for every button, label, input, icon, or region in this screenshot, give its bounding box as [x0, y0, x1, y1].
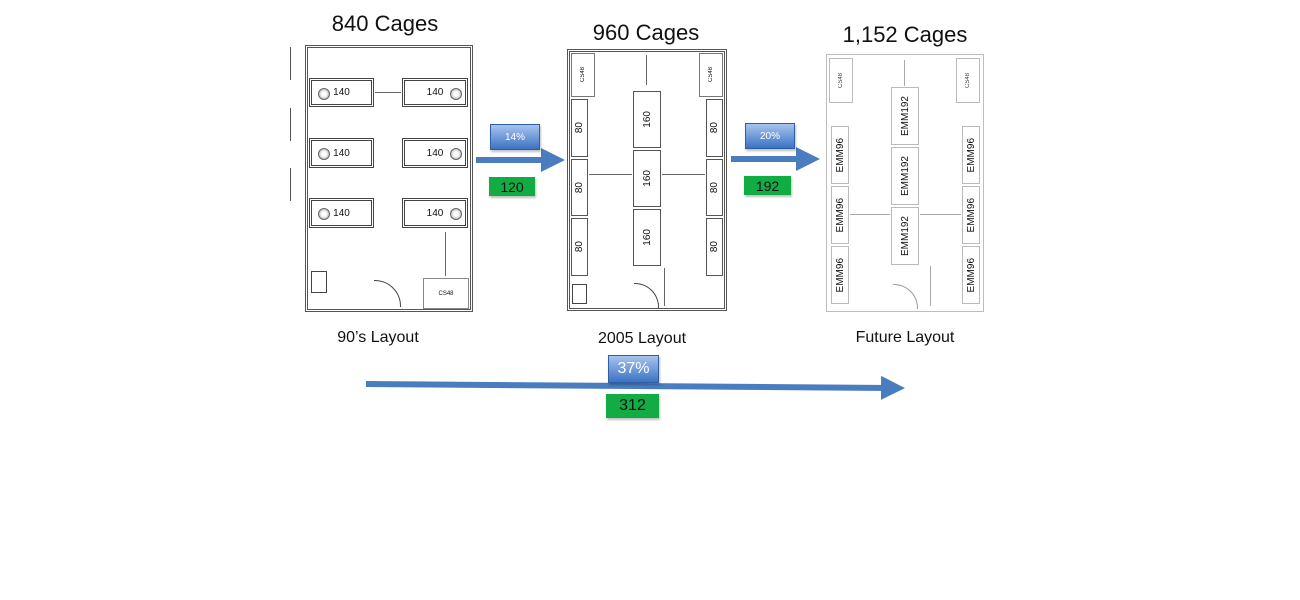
step2-percent-badge: 20%: [745, 123, 795, 149]
rack-80: 80: [706, 159, 723, 216]
dimension-line: [290, 47, 291, 80]
layout2-title: 960 Cages: [592, 20, 700, 45]
rack-emm96: EMM96: [831, 126, 849, 184]
rack-emm192: EMM192: [891, 207, 919, 265]
cabinet-cs48: CS48: [699, 53, 723, 97]
rack-80: 80: [706, 99, 723, 157]
rack-emm96: EMM96: [831, 186, 849, 244]
valve-icon: [318, 88, 330, 100]
cabinet-cs48: CS48: [956, 58, 980, 103]
cabinet-cs48: CS48: [829, 58, 853, 103]
rack-emm192: EMM192: [891, 147, 919, 205]
cabinet-cs48: CS48: [571, 53, 595, 97]
dimension-line: [662, 174, 705, 175]
step1-added-badge: 120: [489, 177, 535, 196]
rack-80: 80: [571, 159, 588, 216]
floor-plan-future: [826, 54, 984, 312]
floor-plan-2005: [567, 49, 727, 311]
layout1-caption: 90’s Layout: [337, 329, 419, 346]
layout2-caption: 2005 Layout: [597, 330, 687, 347]
step1-percent-badge: 14%: [490, 124, 540, 150]
step2-added-badge: 192: [744, 176, 791, 195]
rack-140: 140: [402, 138, 468, 168]
rack-80: 80: [571, 99, 588, 157]
overall-arrow: [365, 375, 905, 400]
layout1-title: 840 Cages: [331, 11, 439, 36]
valve-icon: [450, 208, 462, 220]
sink-icon: [311, 271, 327, 293]
valve-icon: [318, 148, 330, 160]
layout3-title: 1,152 Cages: [842, 22, 968, 47]
valve-icon: [450, 88, 462, 100]
sink-icon: [572, 284, 587, 304]
dimension-line: [850, 214, 890, 215]
rack-160: 160: [633, 209, 661, 266]
rack-emm192: EMM192: [891, 87, 919, 145]
overall-percent-badge: 37%: [608, 355, 659, 383]
rack-160: 160: [633, 150, 661, 207]
floor-plan-90s: [305, 45, 473, 312]
dimension-line: [664, 268, 665, 306]
dimension-line: [290, 108, 291, 141]
rack-emm96: EMM96: [962, 126, 980, 184]
cabinet-cs48: CS48: [423, 278, 469, 309]
dimension-line: [904, 60, 905, 86]
valve-icon: [450, 148, 462, 160]
valve-icon: [318, 208, 330, 220]
dimension-line: [920, 214, 961, 215]
layout3-caption: Future Layout: [855, 329, 955, 346]
rack-80: 80: [571, 218, 588, 276]
overall-added-badge: 312: [606, 394, 659, 418]
rack-emm96: EMM96: [962, 186, 980, 244]
dimension-line: [930, 266, 931, 306]
dimension-line: [290, 168, 291, 201]
dimension-line: [375, 92, 401, 93]
dimension-line: [589, 174, 632, 175]
rack-emm96: EMM96: [962, 246, 980, 304]
dimension-line: [646, 55, 647, 85]
rack-160: 160: [633, 91, 661, 148]
rack-80: 80: [706, 218, 723, 276]
rack-emm96: EMM96: [831, 246, 849, 304]
dimension-line: [445, 232, 446, 276]
